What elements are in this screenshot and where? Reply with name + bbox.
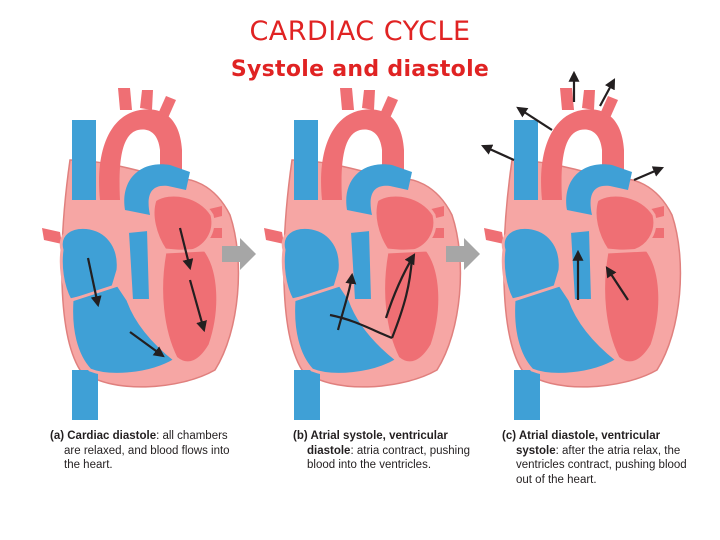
- page-subtitle: Systole and diastole: [230, 57, 490, 82]
- caption-c-line-2: ventricles contract, pushing blood: [516, 459, 687, 471]
- caption-c-label: (c) Atrial diastole, ventricular: [502, 430, 661, 442]
- heart-panel-b: [262, 86, 462, 422]
- caption-a-label: (a) Cardiac diastole: [50, 430, 157, 442]
- caption-b-label: (b) Atrial systole, ventricular: [293, 430, 448, 442]
- caption-a-line-2: are relaxed, and blood flows into: [64, 444, 230, 457]
- caption-c-label-2: systole: [516, 444, 556, 457]
- caption-a-line-1: : all chambers: [156, 430, 228, 442]
- caption-c-line-3: out of the heart.: [516, 473, 597, 486]
- caption-b-line-2: blood into the ventricles.: [307, 459, 432, 471]
- page-title: CARDIAC CYCLE: [249, 16, 471, 47]
- caption-b-line-1: : atria contract, pushing: [350, 444, 471, 457]
- caption-b-label-2: diastole: [307, 444, 351, 457]
- caption-panel-a: (a) Cardiac diastole: all chambers are r…: [50, 429, 230, 473]
- heart-panel-a: [40, 86, 240, 422]
- caption-panel-c: (c) Atrial diastole, ventricular systole…: [502, 429, 687, 487]
- caption-c-line-1: : after the atria relax, the: [555, 444, 681, 457]
- caption-a-line-3: the heart.: [64, 459, 113, 471]
- transition-arrow-1: [222, 238, 256, 270]
- caption-panel-b: (b) Atrial systole, ventricular diastole…: [293, 429, 470, 473]
- heart-panel-c: [480, 70, 682, 422]
- transition-arrow-2: [446, 238, 480, 270]
